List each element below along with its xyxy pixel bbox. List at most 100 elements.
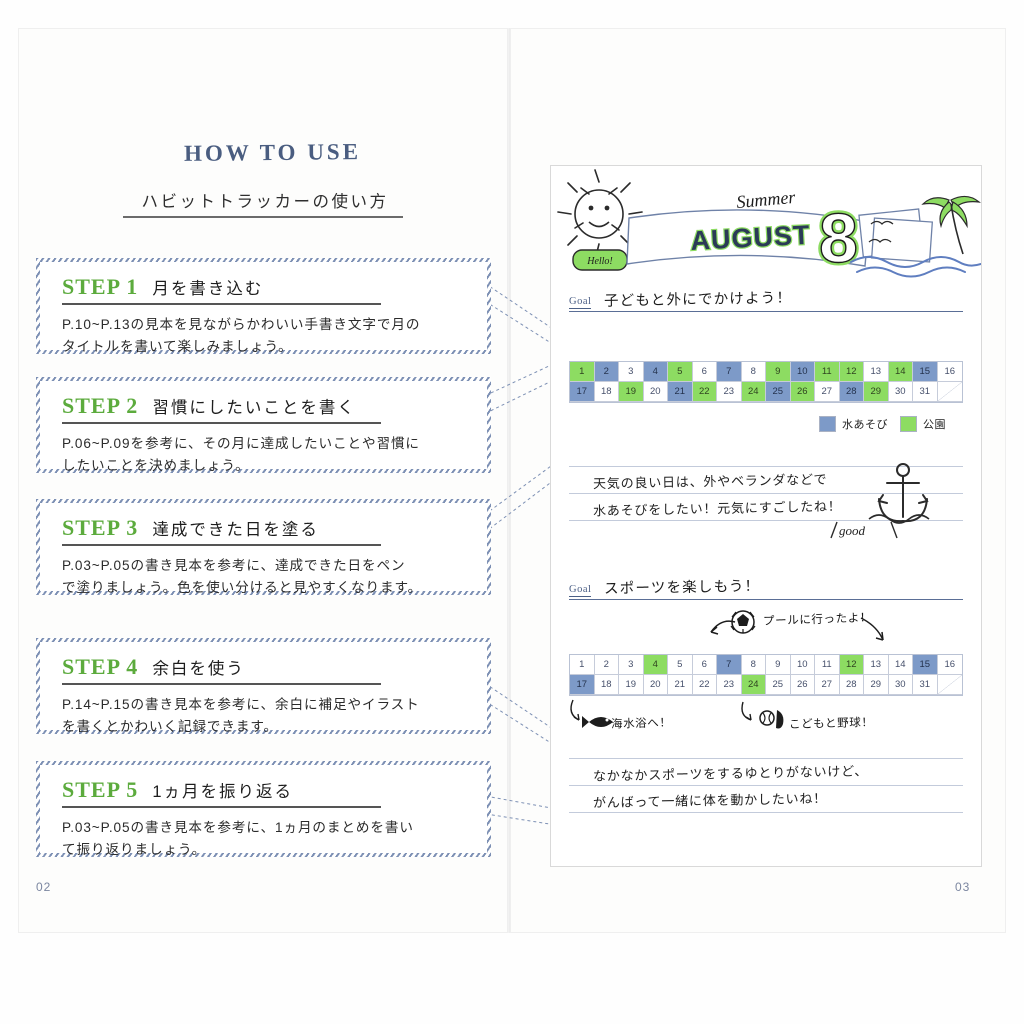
day-cell[interactable]: 12 [839,655,864,675]
step-3-number: STEP 3 [62,515,139,540]
postcard-icon [858,208,934,263]
day-cell[interactable]: 13 [864,362,889,382]
step-3-body-line2: で塗りましょう。色を使い分けると見やすくなります。 [62,580,423,596]
day-cell[interactable]: 8 [741,362,766,382]
banner-ribbon [626,209,870,267]
day-cell[interactable]: 2 [594,655,619,675]
day-cell[interactable]: 31 [913,675,938,695]
day-cell[interactable]: 30 [888,675,913,695]
goal-label-1: Goal [569,296,592,309]
day-cell[interactable]: 22 [692,382,717,402]
bird-icon [868,220,894,243]
day-cell[interactable]: 4 [643,655,668,675]
step-5-number: STEP 5 [62,777,139,802]
sun-eye-left [588,205,594,211]
day-cell[interactable]: 1 [570,655,595,675]
day-cell[interactable]: 12 [839,362,864,382]
day-cell[interactable]: 3 [619,655,644,675]
day-cell[interactable]: 4 [643,362,668,382]
day-cell[interactable]: 6 [692,362,717,382]
note-sea-bathing: 海水浴へ！ [610,717,672,731]
day-cell[interactable]: 9 [766,362,791,382]
day-cell[interactable]: 11 [815,362,840,382]
day-cell[interactable]: 10 [790,362,815,382]
day-cell[interactable]: 1 [570,362,595,382]
day-cell[interactable]: 26 [790,675,815,695]
day-cell[interactable]: 15 [913,655,938,675]
goal-label-2: Goal [569,584,592,597]
step-2-body-line1: P.06~P.09を参考に、その月に達成したいことや習慣に [62,436,420,451]
step-5-title: 1ヵ月を振り返る [152,783,293,801]
day-cell[interactable]: 5 [668,362,693,382]
day-cell[interactable]: 28 [839,382,864,402]
day-cell[interactable]: 20 [643,675,668,695]
wave-icon [850,256,982,278]
day-cell[interactable]: 26 [790,382,815,402]
calendar-legend-1: 水あそび 公園 [819,416,946,432]
step-4-heading: STEP 4 余白を使う [62,654,382,685]
day-cell[interactable]: 17 [570,382,595,402]
arrow-right [860,617,884,641]
day-cell[interactable]: 14 [888,362,913,382]
day-cell[interactable]: 7 [717,362,742,382]
day-cell[interactable]: 27 [815,675,840,695]
subheading-rule [123,216,403,218]
day-cell[interactable]: 25 [766,382,791,402]
day-cell[interactable]: 22 [692,675,717,695]
day-cell[interactable]: 11 [815,655,840,675]
day-cell[interactable]: 9 [766,655,791,675]
step-2-title: 習慣にしたいことを書く [152,399,356,417]
day-cell[interactable]: 24 [741,675,766,695]
memo-text-2-line1: なかなかスポーツをするゆとりがないけど、 [592,763,869,784]
day-cell[interactable]: 23 [717,675,742,695]
day-cell[interactable]: 29 [864,382,889,402]
day-cell[interactable]: 30 [888,382,913,402]
day-cell[interactable]: 18 [594,382,619,402]
day-cell[interactable]: 27 [815,382,840,402]
memo-block-2: なかなかスポーツをするゆとりがないけど、 がんばって一緒に体を動かしたいね！ [569,758,963,813]
step-1-number: STEP 1 [62,274,139,299]
day-cell[interactable]: 31 [913,382,938,402]
day-cell[interactable]: 29 [864,675,889,695]
day-cell[interactable]: 19 [619,675,644,695]
step-5-body-line2: て振り返りましょう。 [62,842,207,858]
day-cell[interactable]: 7 [717,655,742,675]
day-cell[interactable]: 21 [668,675,693,695]
month-banner: Hello! Summer AUGUST 8 8 [551,166,982,280]
legend-swatch-blue [819,416,836,432]
step-2-body-line2: したいことを決めましょう。 [62,458,250,474]
day-cell[interactable]: 10 [790,655,815,675]
step-1-body-line2: タイトルを書いて楽しみましょう。 [62,339,293,355]
step-4-body-line1: P.14~P.15の書き見本を参考に、余白に補足やイラスト [62,697,420,712]
step-3-body-line1: P.03~P.05の書き見本を参考に、達成できた日をペン [62,558,406,573]
day-cell[interactable]: 19 [619,382,644,402]
day-cell[interactable]: 16 [937,362,962,382]
soccer-ball-icon [730,610,756,634]
goal-row-1: Goal 子どもと外にでかけよう！ [569,288,963,312]
day-cell[interactable]: 20 [643,382,668,402]
step-2-heading: STEP 2 習慣にしたいことを書く [62,393,382,424]
habit-calendar-1: 1 2 3 4 5 6 7 8 9 10 11 12 13 14 15 16 1… [569,361,963,403]
day-cell[interactable]: 14 [888,655,913,675]
hello-tag-label: Hello! [586,256,613,267]
day-cell[interactable]: 18 [594,675,619,695]
day-cell[interactable]: 23 [717,382,742,402]
day-cell[interactable]: 17 [570,675,595,695]
baseball-annotation [741,701,784,729]
day-cell[interactable]: 13 [864,655,889,675]
day-cell[interactable]: 24 [741,382,766,402]
day-cell-blank: . [937,382,962,402]
memo-text-2-line2: がんばって一緒に体を動かしたいね！ [592,790,828,811]
day-cell[interactable]: 21 [668,382,693,402]
day-cell[interactable]: 16 [937,655,962,675]
day-cell[interactable]: 3 [619,362,644,382]
day-cell[interactable]: 6 [692,655,717,675]
sun-eye-right [604,205,610,211]
day-cell[interactable]: 25 [766,675,791,695]
day-cell[interactable]: 5 [668,655,693,675]
day-cell[interactable]: 15 [913,362,938,382]
day-cell[interactable]: 8 [741,655,766,675]
day-cell[interactable]: 2 [594,362,619,382]
day-cell[interactable]: 28 [839,675,864,695]
